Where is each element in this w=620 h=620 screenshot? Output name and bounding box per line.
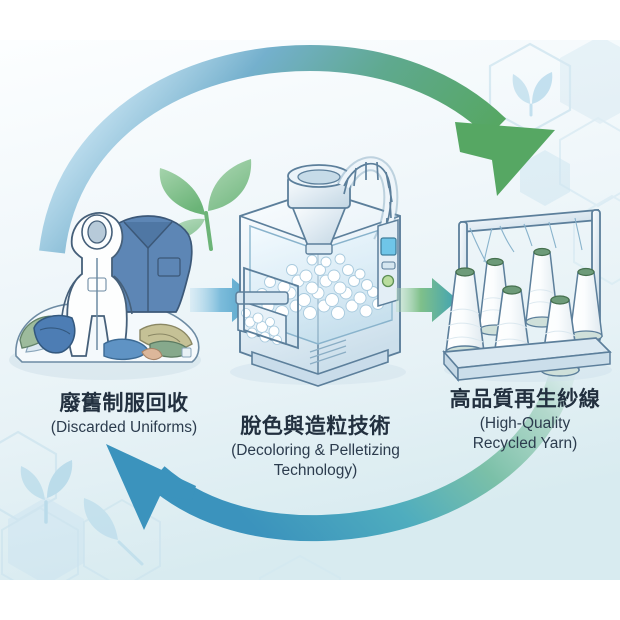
hexagon-motif-bottom-left bbox=[0, 430, 161, 580]
sprout-icon bbox=[20, 460, 73, 524]
background-layer bbox=[0, 40, 620, 580]
arc-arrow-top bbox=[39, 44, 555, 254]
stage-label-process-cn: 脫色與造粒技術 bbox=[240, 415, 391, 438]
leaf-icon bbox=[512, 72, 553, 117]
stage-illustration-yarn bbox=[442, 209, 612, 382]
panel-button bbox=[381, 261, 396, 270]
leaf-icon-secondary bbox=[83, 498, 144, 566]
stage-label-yarn-cn: 高品質再生紗線 bbox=[449, 388, 601, 411]
stage-label-process-en-line1: (Decoloring & Pelletizing bbox=[231, 441, 400, 459]
yarn-threads bbox=[469, 217, 583, 269]
stage-illustration-uniforms bbox=[9, 212, 201, 380]
yarn-cone bbox=[569, 267, 603, 342]
stage-label-uniforms-cn: 廢舊制服回收 bbox=[59, 392, 189, 415]
stage-label-yarn: 高品質再生紗線 (High-Quality Recycled Yarn) bbox=[430, 388, 620, 453]
connector-arrow-process-to-yarn bbox=[396, 278, 458, 322]
stage-label-process: 脫色與造粒技術 (Decoloring & Pelletizing Techno… bbox=[198, 415, 433, 480]
hexagon-motif-bottom-center bbox=[259, 554, 341, 580]
stage-label-process-en-line2: Technology) bbox=[273, 462, 358, 480]
stage-label-uniforms: 廢舊制服回收 (Discarded Uniforms) bbox=[8, 392, 240, 437]
hexagon-motif-top-right bbox=[488, 40, 620, 286]
stage-illustration-machine bbox=[230, 156, 406, 387]
display-screen bbox=[380, 237, 397, 256]
vent-grille bbox=[309, 339, 347, 365]
arc-arrow-bottom bbox=[106, 350, 579, 542]
control-panel bbox=[377, 218, 399, 308]
status-indicator-light bbox=[381, 274, 395, 288]
stage-label-uniforms-en: (Discarded Uniforms) bbox=[50, 418, 198, 436]
stage-label-yarn-en-line1: (High-Quality bbox=[479, 414, 571, 432]
stage-label-yarn-en-line2: Recycled Yarn) bbox=[472, 435, 578, 453]
